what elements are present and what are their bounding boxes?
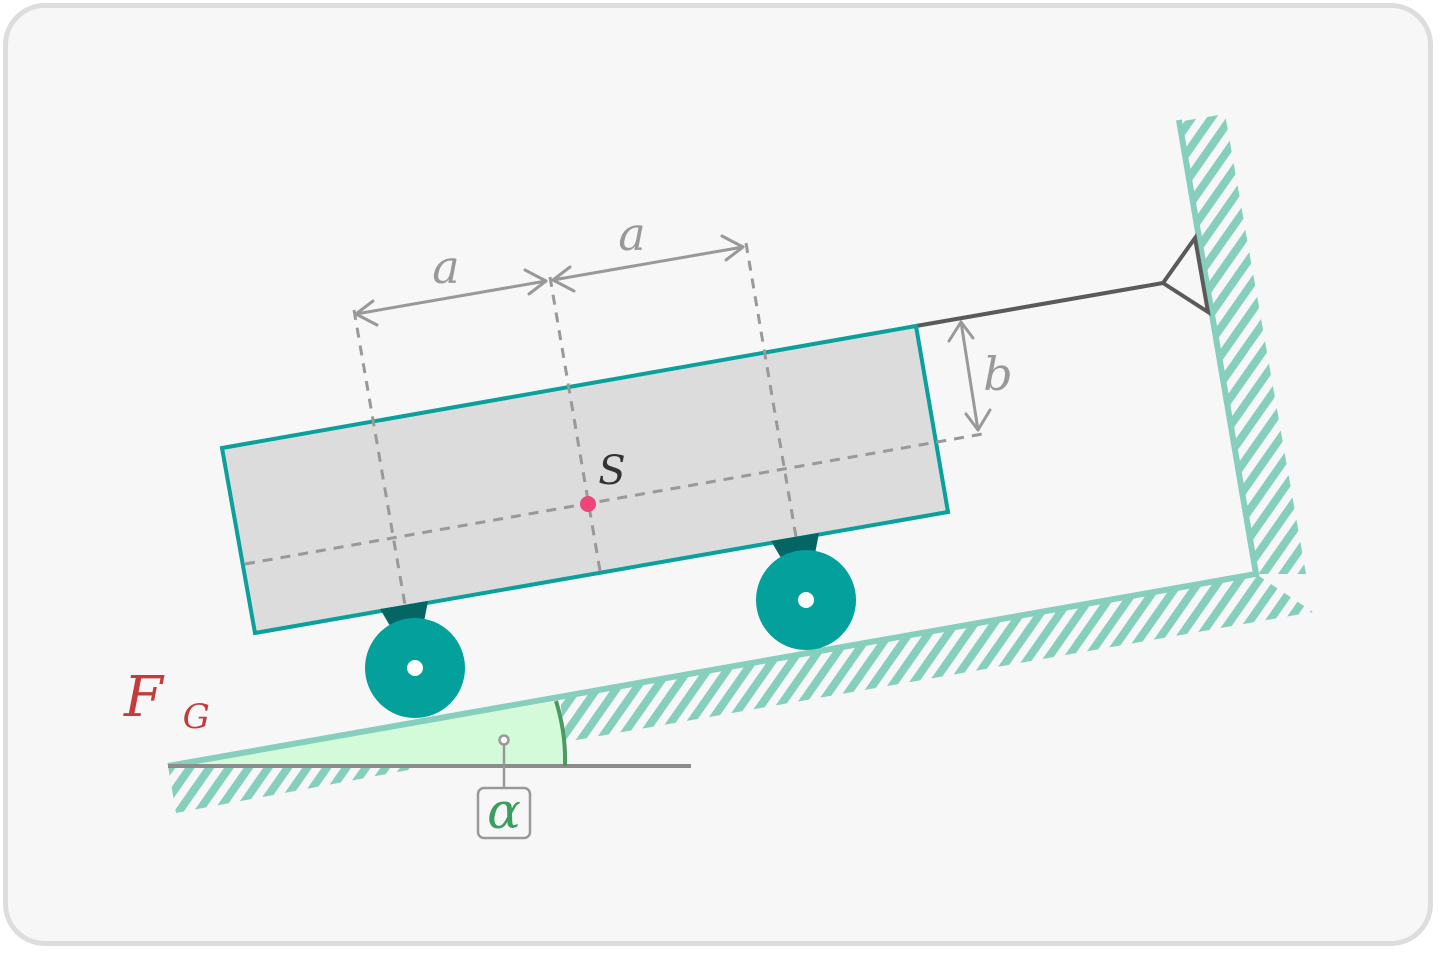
center-of-mass-label: S — [598, 448, 625, 494]
dimension-arrows — [354, 234, 992, 432]
force-label-main: F — [123, 665, 165, 730]
dim-line-right — [744, 242, 798, 538]
dim-b-arrow-end — [964, 408, 992, 432]
dim-a-left-label: a — [432, 240, 459, 294]
angle-callout-box — [476, 786, 532, 840]
force-label-subscript: G — [183, 697, 210, 737]
dim-a-right-line — [551, 245, 745, 282]
wall-hatch — [1177, 114, 1306, 574]
dim-b-arrow-start — [947, 320, 975, 343]
force-label: F G — [123, 665, 210, 737]
incline-hatch — [560, 574, 1313, 742]
dim-a-left-line — [354, 279, 548, 316]
dim-a-right-label: a — [618, 207, 645, 261]
wall-bearing — [1160, 232, 1211, 317]
rope — [915, 281, 1164, 328]
dim-a-right-arrow-end — [720, 234, 745, 262]
dim-line-left — [352, 309, 407, 606]
dim-line-center — [548, 276, 602, 572]
angle-callout-dot — [498, 734, 510, 746]
dim-b-label: b — [983, 347, 1012, 401]
angle-label: α — [487, 782, 521, 840]
center-of-mass-point — [580, 496, 596, 512]
dim-a-right-arrow-start — [551, 265, 576, 293]
rear-wheel-axle — [798, 592, 814, 608]
construction-lines — [244, 242, 989, 606]
dim-a-left-arrow-end — [523, 268, 548, 296]
dim-b-line — [959, 320, 980, 432]
front-wheel-axle — [407, 660, 423, 676]
dim-a-left-arrow-start — [354, 299, 379, 327]
incline-surface — [167, 119, 1260, 769]
ground-hatch-horizontal — [168, 766, 430, 813]
angle-arc — [554, 700, 568, 767]
